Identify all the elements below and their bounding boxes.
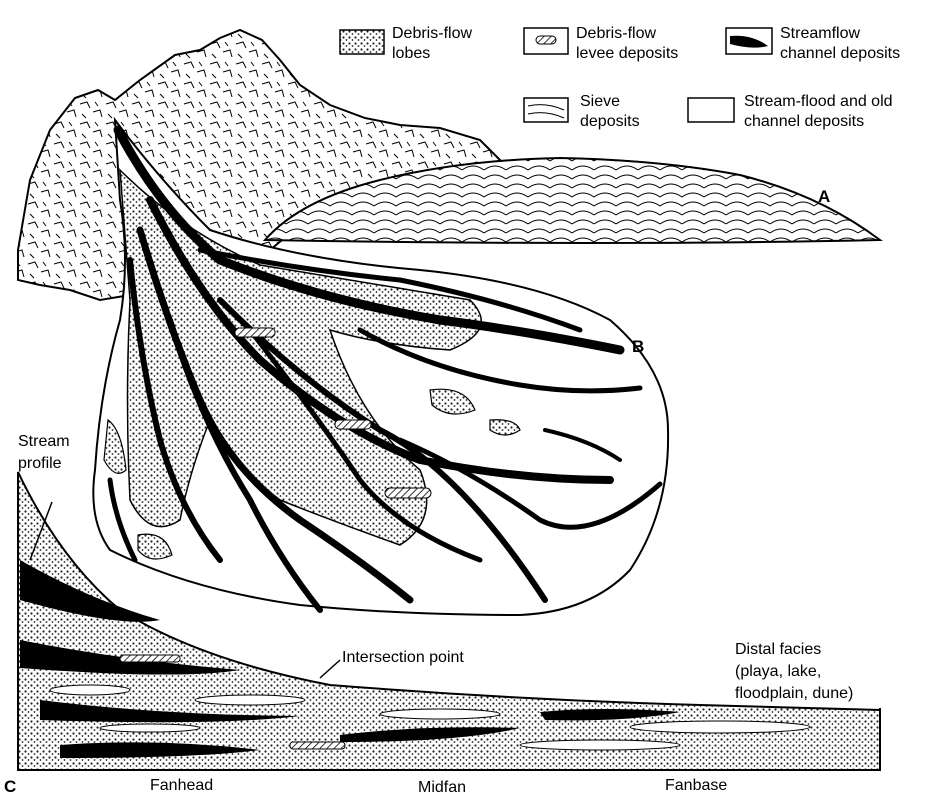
legend-stream-flood-line2: channel deposits [744,113,864,130]
legend-stream-flood-line1: Stream-flood and old [744,93,893,110]
panel-label-a: A [818,187,830,206]
legend-swatch-debris-lobes [340,30,384,54]
distal-facies-line1: Distal facies [735,641,821,658]
legend-swatch-sieve [524,98,568,122]
zone-midfan: Midfan [418,779,466,796]
stream-profile-line2: profile [18,455,62,472]
panel-label-b: B [632,337,644,356]
zone-fanbase: Fanbase [665,777,727,794]
legend-debris-lobes-line1: Debris-flow [392,25,472,42]
distal-facies-line3: floodplain, dune) [735,685,853,702]
legend-debris-lobes-line2: lobes [392,45,430,62]
legend-streamflow-line2: channel deposits [780,45,900,62]
legend-sieve-line1: Sieve [580,93,620,110]
panel-label-c: C [4,777,16,796]
legend-sieve-line2: deposits [580,113,640,130]
legend-levee-line2: levee deposits [576,45,678,62]
zone-fanhead: Fanhead [150,777,213,794]
legend-levee-line1: Debris-flow [576,25,656,42]
legend-streamflow-line1: Streamflow [780,25,860,42]
intersection-leader [320,660,340,678]
stream-profile-line1: Stream [18,433,70,450]
legend-levee-mark [536,36,556,44]
distal-facies-line2: (playa, lake, [735,663,821,680]
intersection-point-label: Intersection point [342,649,464,666]
legend [340,28,772,122]
legend-swatch-stream-flood [688,98,734,122]
